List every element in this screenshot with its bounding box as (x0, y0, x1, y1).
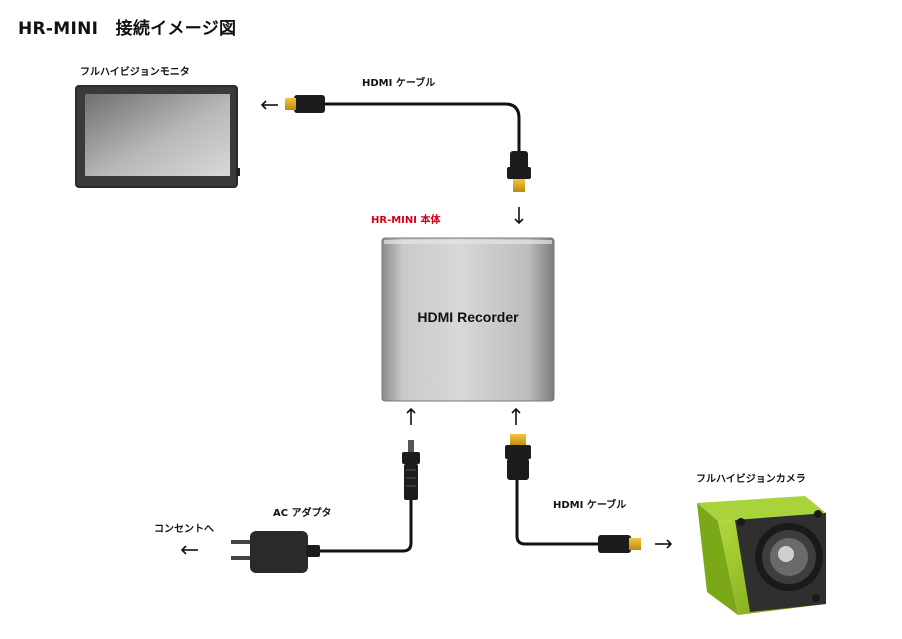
hdmi-cable-bottom-label: HDMI ケーブル (553, 500, 627, 511)
page-title: HR-MINI 接続イメージ図 (18, 19, 237, 39)
outlet-label: コンセントへ (154, 524, 214, 535)
camera-icon (697, 496, 826, 615)
arrow-up-hdmi (511, 407, 521, 425)
arrow-to-monitor (260, 100, 278, 110)
ac-adapter-icon (231, 531, 320, 573)
arrow-down-to-unit (514, 207, 524, 225)
hdmi-recorder-unit (381, 237, 555, 402)
hdmi-cable-top (285, 95, 531, 192)
ac-adapter-label: AC アダプタ (273, 508, 332, 519)
unit-label: HR-MINI 本体 (371, 215, 441, 226)
arrow-up-power (406, 407, 416, 425)
hdmi-cable-bottom (505, 434, 641, 553)
hdmi-recorder-label: HDMI Recorder (417, 309, 519, 325)
monitor-icon (75, 85, 240, 188)
monitor-label: フルハイビジョンモニタ (80, 67, 190, 78)
hdmi-cable-top-label: HDMI ケーブル (362, 78, 436, 89)
arrow-to-camera (655, 539, 673, 549)
power-cable (318, 440, 420, 553)
camera-label: フルハイビジョンカメラ (696, 474, 806, 485)
arrow-to-outlet (180, 545, 198, 555)
